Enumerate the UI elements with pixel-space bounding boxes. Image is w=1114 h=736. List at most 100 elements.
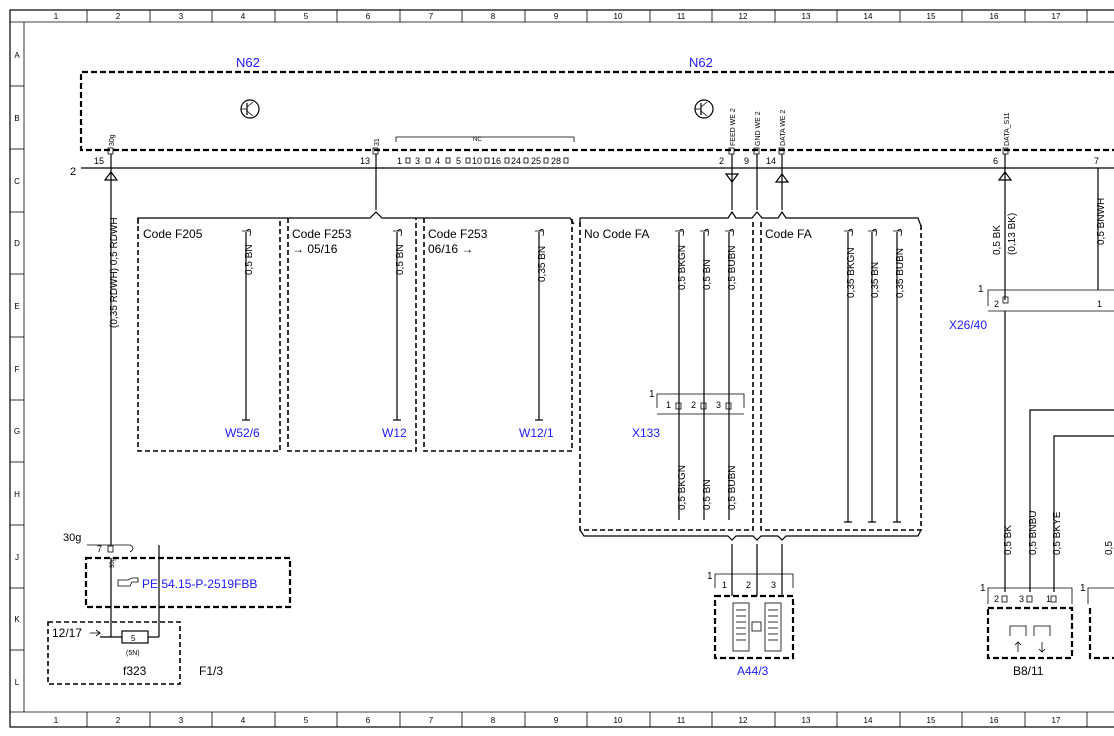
svg-text:1: 1 — [722, 580, 727, 590]
wire-label: 0,5 BN — [244, 244, 255, 275]
svg-text:2: 2 — [994, 594, 999, 604]
col-label: 11 — [677, 716, 686, 725]
wire-label: (0,35 RDWH) 0,5 RDWH — [109, 217, 120, 328]
nc-pin: 1 — [397, 156, 402, 166]
col-label: 9 — [554, 716, 559, 725]
nc-pin: 10 — [472, 156, 482, 166]
col-label: 16 — [990, 716, 999, 725]
pin-label: 31 — [374, 138, 381, 146]
wire-label: 0,5 BK — [992, 225, 1003, 255]
fuse-block: 30g 7 30g PE 54.15-P-2519FBB 12/17 5 (5N… — [47, 532, 292, 685]
bus-number: 2 — [70, 166, 76, 178]
col-label: 3 — [179, 12, 184, 21]
nc-pin: 28 — [551, 156, 561, 166]
col-label: 1 — [54, 12, 59, 21]
f1-3-label: F1/3 — [199, 664, 223, 678]
row-label: H — [14, 490, 20, 499]
col-label: 6 — [366, 12, 371, 21]
no-code-fa-group: No Code FA 0,5 BKGN 0,5 BN 0,5 BUBN 0,5 … — [579, 222, 754, 531]
pin-label: GND WE 2 — [755, 111, 762, 146]
wire-label: 0,5 — [1104, 541, 1114, 555]
n62-control-unit: N62 N62 2 — [70, 55, 1114, 178]
w12-1-link: W12/1 — [519, 426, 554, 440]
svg-text:1: 1 — [707, 571, 713, 582]
wire-ground-31 — [137, 154, 575, 225]
wire-label: 0,5 BNBU — [1028, 511, 1039, 555]
w12-link: W12 — [382, 426, 407, 440]
x133-link: X133 — [632, 426, 660, 440]
b8-11-label: B8/11 — [1013, 664, 1044, 678]
wire-label: 0,5 BK — [1003, 525, 1014, 555]
wire-label: 0,35 BN — [870, 262, 881, 298]
col-label: 4 — [241, 716, 246, 725]
col-label: 13 — [802, 12, 811, 21]
f323-label: f323 — [123, 664, 147, 678]
wire-label: 0,5 BN — [395, 244, 406, 275]
col-label: 12 — [739, 716, 748, 725]
col-label: 14 — [864, 716, 873, 725]
code-label: Code FA — [765, 227, 812, 241]
col-label: 15 — [927, 12, 936, 21]
svg-text:1: 1 — [666, 400, 671, 410]
svg-text:1: 1 — [1046, 594, 1051, 604]
col-label: 8 — [491, 716, 496, 725]
wire-feed-gnd-data — [579, 154, 922, 227]
pin-number: 7 — [1094, 156, 1099, 166]
code-label: Code F253 — [292, 227, 352, 241]
wires-to-b8: 0,5 BK 0,5 BNBU 0,5 BKYE 0,5 — [1003, 311, 1114, 592]
svg-text:30g: 30g — [63, 532, 81, 544]
frame — [9, 9, 1114, 728]
col-label: 17 — [1052, 716, 1061, 725]
col-label: 3 — [179, 716, 184, 725]
a44-3-module: 1 1 2 3 A44/3 — [707, 571, 795, 678]
wire-label: 0,5 BKGN — [677, 465, 688, 510]
wire-label: 0,5 BUBN — [727, 466, 738, 510]
nc-pin: 24 — [511, 156, 521, 166]
pointing-hand-icon — [117, 577, 139, 587]
svg-text:3: 3 — [716, 400, 721, 410]
code-label: Code F205 — [143, 227, 203, 241]
row-label: D — [14, 239, 20, 248]
col-label: 10 — [614, 12, 623, 21]
svg-text:3: 3 — [771, 580, 776, 590]
transistor-icon — [240, 99, 260, 119]
pin-number: 9 — [744, 156, 749, 166]
col-label: 7 — [429, 716, 434, 725]
nc-label: NC — [473, 137, 482, 143]
grid-col-labels-bottom: 1 2 3 4 5 6 7 8 9 10 11 12 13 14 15 16 1… — [54, 716, 1061, 725]
row-label: F — [15, 365, 20, 374]
col-label: 1 — [54, 716, 59, 725]
col-label: 11 — [677, 12, 686, 21]
pin-number: 13 — [360, 156, 370, 166]
wire-data-s11: 0,5 BK (0,13 BK) 0,5 BNWH — [992, 154, 1107, 300]
col-label: 7 — [429, 12, 434, 21]
w52-6-link: W52/6 — [225, 426, 260, 440]
wire-label: 0,5 BKYE — [1052, 511, 1063, 555]
svg-text:12/17: 12/17 — [52, 626, 82, 640]
pin-label: DATA WE 2 — [780, 110, 787, 146]
svg-text:1: 1 — [978, 284, 984, 295]
col-label: 17 — [1052, 12, 1061, 21]
pin-number: 14 — [766, 156, 776, 166]
a44-join — [579, 529, 922, 596]
wire-label: (0,13 BK) — [1007, 213, 1018, 255]
n62-pins: 15 30g 13 31 NC 1 3 4 5 10 16 24 25 28 2… — [94, 108, 1099, 166]
n62-label-right: N62 — [689, 55, 713, 70]
pin-number: 6 — [993, 156, 998, 166]
svg-text:7: 7 — [97, 544, 102, 554]
wire-label: 0,5 BNWH — [1096, 198, 1107, 245]
nc-pin: 5 — [456, 156, 461, 166]
nc-pin: 3 — [415, 156, 420, 166]
svg-text:3: 3 — [1019, 594, 1024, 604]
pin-number: 15 — [94, 156, 104, 166]
code-fa-group: Code FA 0,35 BKGN 0,35 BN 0,35 BUBN — [760, 222, 922, 531]
row-label: A — [14, 51, 20, 60]
svg-text:5: 5 — [131, 634, 136, 643]
wire-rdwh: (0,35 RDWH) 0,5 RDWH — [103, 154, 120, 545]
wire-label: 0,35 BUBN — [895, 248, 906, 298]
svg-text:2: 2 — [746, 580, 751, 590]
x133-connector: 1 1 2 3 X133 — [632, 389, 745, 440]
b8-11-module: 1 2 3 1 B8/11 1 — [980, 583, 1114, 678]
col-label: 16 — [990, 12, 999, 21]
